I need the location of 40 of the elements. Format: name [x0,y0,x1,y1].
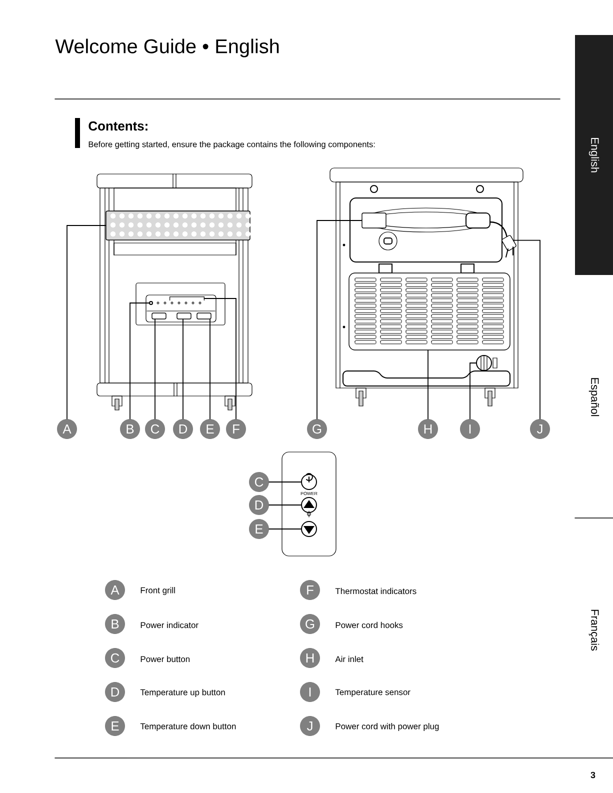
page-title: Welcome Guide • English [55,38,279,58]
leader-line [66,225,106,420]
language-tab-label: Español [588,378,600,416]
component-name: Power indicator [140,622,198,628]
component-name: Thermostat indicators [335,588,416,594]
component-name: Power button [140,656,190,662]
intro-text: Before getting started, ensure the package contains the following components: [88,141,375,149]
language-tab: English [575,35,613,275]
component-name: Temperature sensor [335,689,410,697]
component-name: Air inlet [335,656,364,662]
power-plug [502,235,516,258]
leader-line [154,318,156,420]
component-name: Power cord with power plug [336,723,439,731]
leader-line [204,298,236,420]
remote-button [301,473,317,490]
air-inlet-grille [348,272,510,350]
leader-line [513,240,540,420]
indicator-light [149,301,153,305]
remote-button [301,521,317,537]
component-name: Front grill [140,587,175,595]
leader-line [130,302,150,420]
component-name: Temperature up button [140,689,225,697]
page-number: 3 [590,772,596,778]
leader-line [268,504,302,506]
leader-line [470,362,476,420]
leader-line [268,528,302,530]
temperature-sensor [476,355,492,371]
component-name: Temperature down button [140,723,236,731]
front-grill [106,210,251,240]
control-button [152,312,166,320]
indicator-bracket [170,296,204,300]
language-tab-label: Français [588,610,600,651]
leader-line [182,318,184,420]
control-button [176,312,192,320]
remote-button [301,497,317,513]
component-name: Power cord hooks [336,622,403,628]
leader-line [316,220,362,420]
cord-hook [362,212,386,228]
control-button [196,312,212,320]
section-heading: Contents: [88,121,148,131]
